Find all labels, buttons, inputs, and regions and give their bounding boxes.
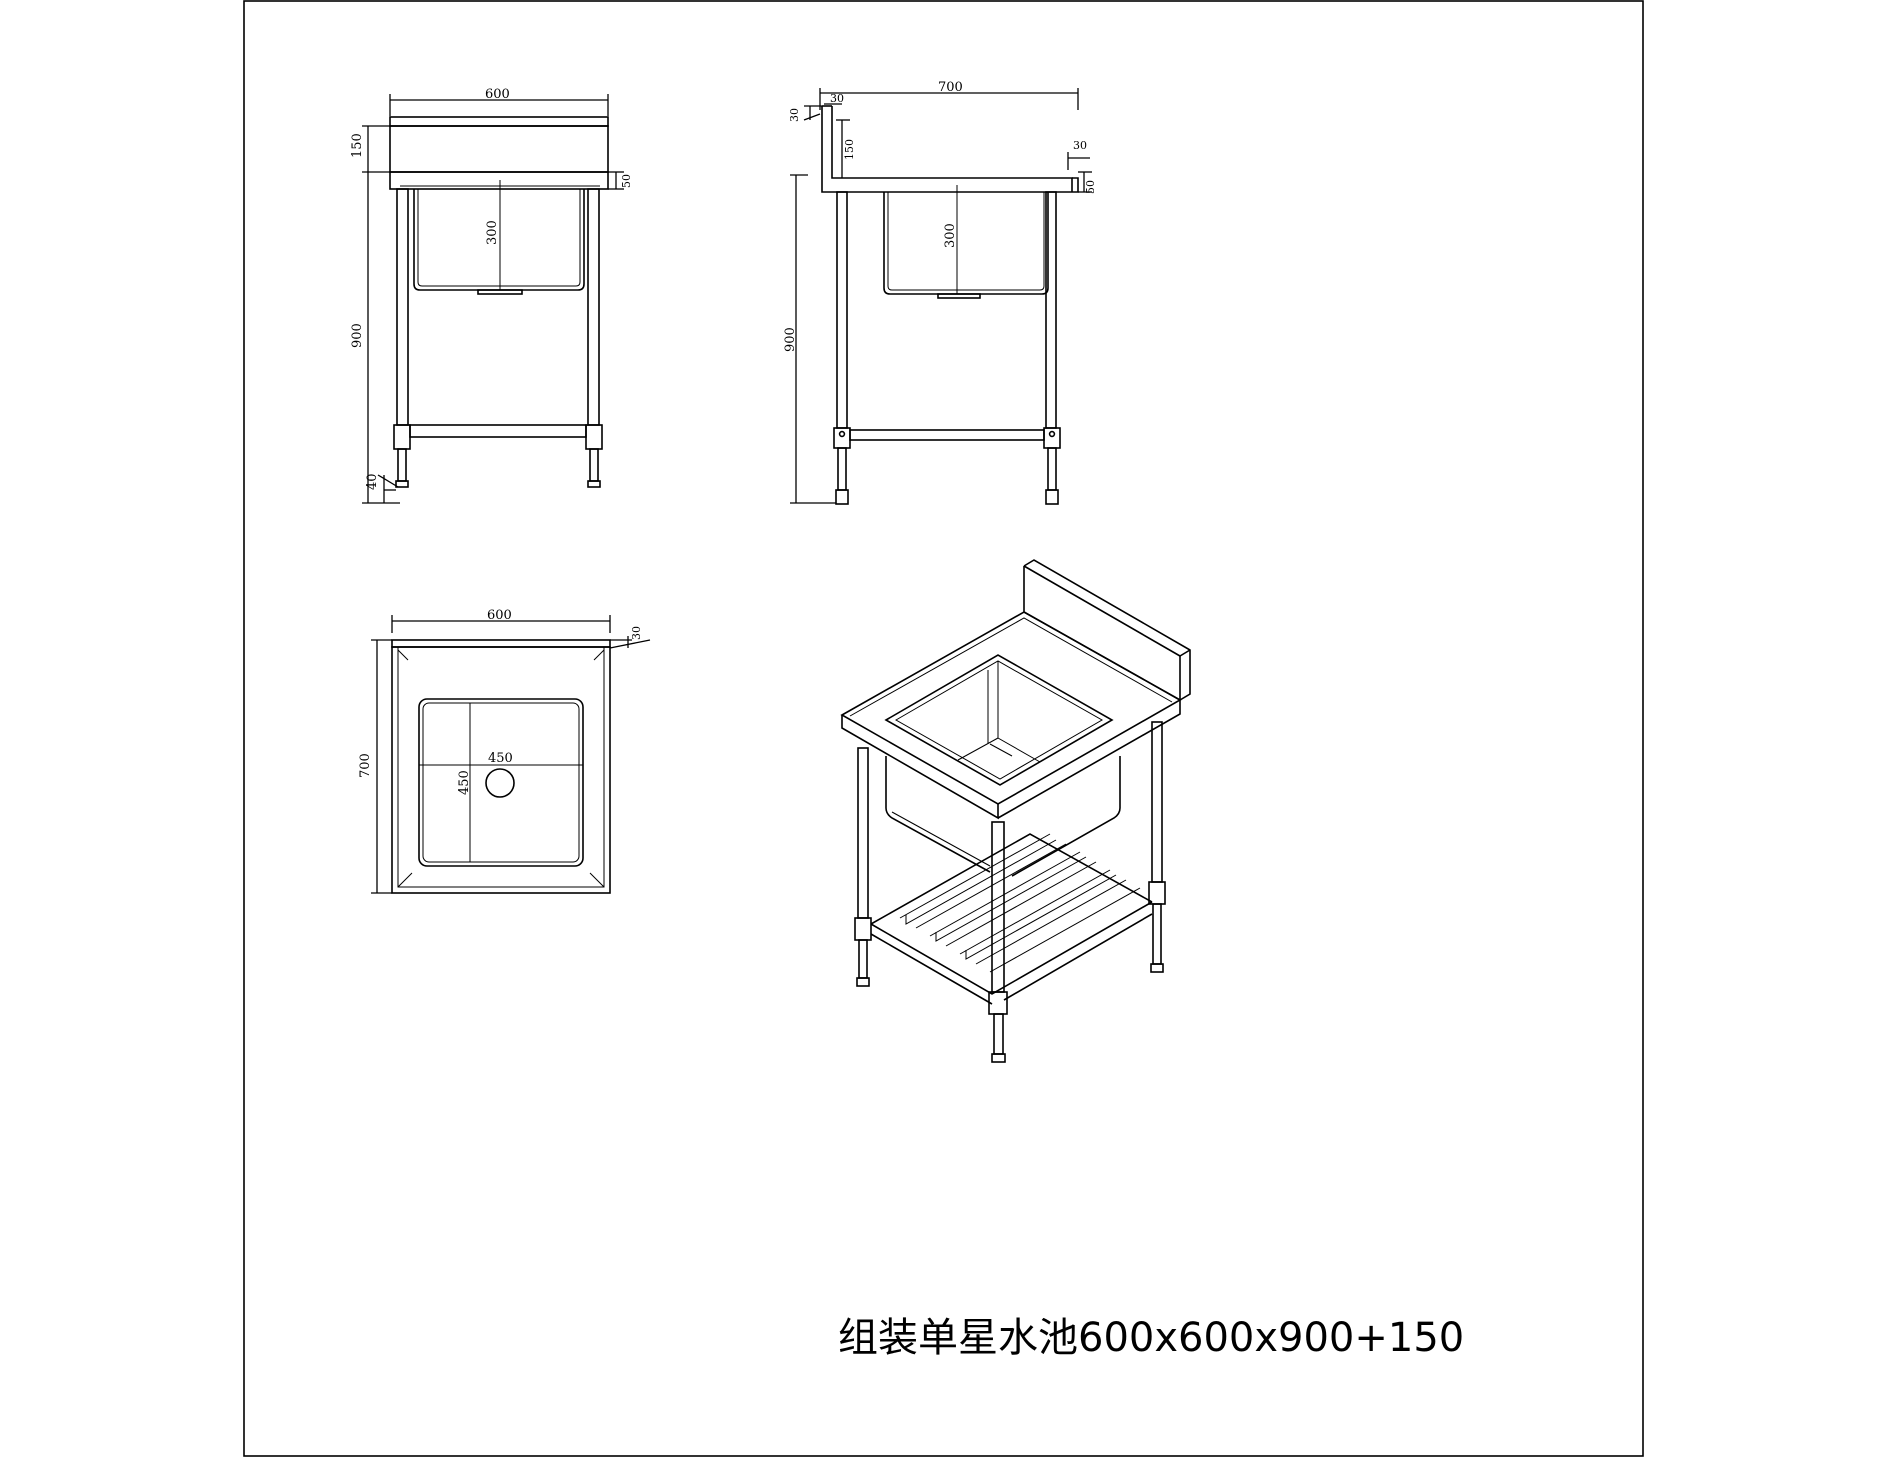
- front-height-label: 900: [350, 323, 365, 348]
- drawing-caption: 组装单星水池600x600x900+150: [838, 1315, 1465, 1361]
- front-view: 600 300 150 900 40: [350, 87, 633, 504]
- front-width-label: 600: [485, 87, 510, 102]
- top-width-label: 600: [487, 608, 512, 623]
- isometric-view: [840, 559, 1191, 1063]
- top-view: 600 450 450 30 700: [358, 608, 651, 894]
- side-bowl-label: 300: [943, 223, 958, 248]
- top-bowl-depth-label: 450: [457, 770, 472, 795]
- side-height-label: 900: [783, 327, 798, 352]
- side-lip-side-label: 30: [788, 108, 801, 122]
- sheet-border: [243, 0, 1644, 1457]
- front-edge-label: 50: [620, 174, 633, 188]
- top-lip-label: 30: [630, 626, 643, 640]
- side-edge-label: 50: [1084, 180, 1097, 194]
- top-bowl-width-label: 450: [488, 751, 513, 766]
- side-backsplash-label: 150: [843, 139, 856, 160]
- side-front-lip-label: 30: [1073, 139, 1087, 152]
- front-foot-label: 40: [365, 473, 380, 490]
- side-lip-top-label: 30: [830, 92, 844, 105]
- side-view: 700 30 30 150 30 50 300: [783, 80, 1097, 505]
- front-bowl-depth-label: 300: [485, 220, 500, 245]
- front-backsplash-label: 150: [350, 133, 365, 158]
- side-depth-label: 700: [938, 80, 963, 95]
- top-depth-label: 700: [358, 753, 373, 778]
